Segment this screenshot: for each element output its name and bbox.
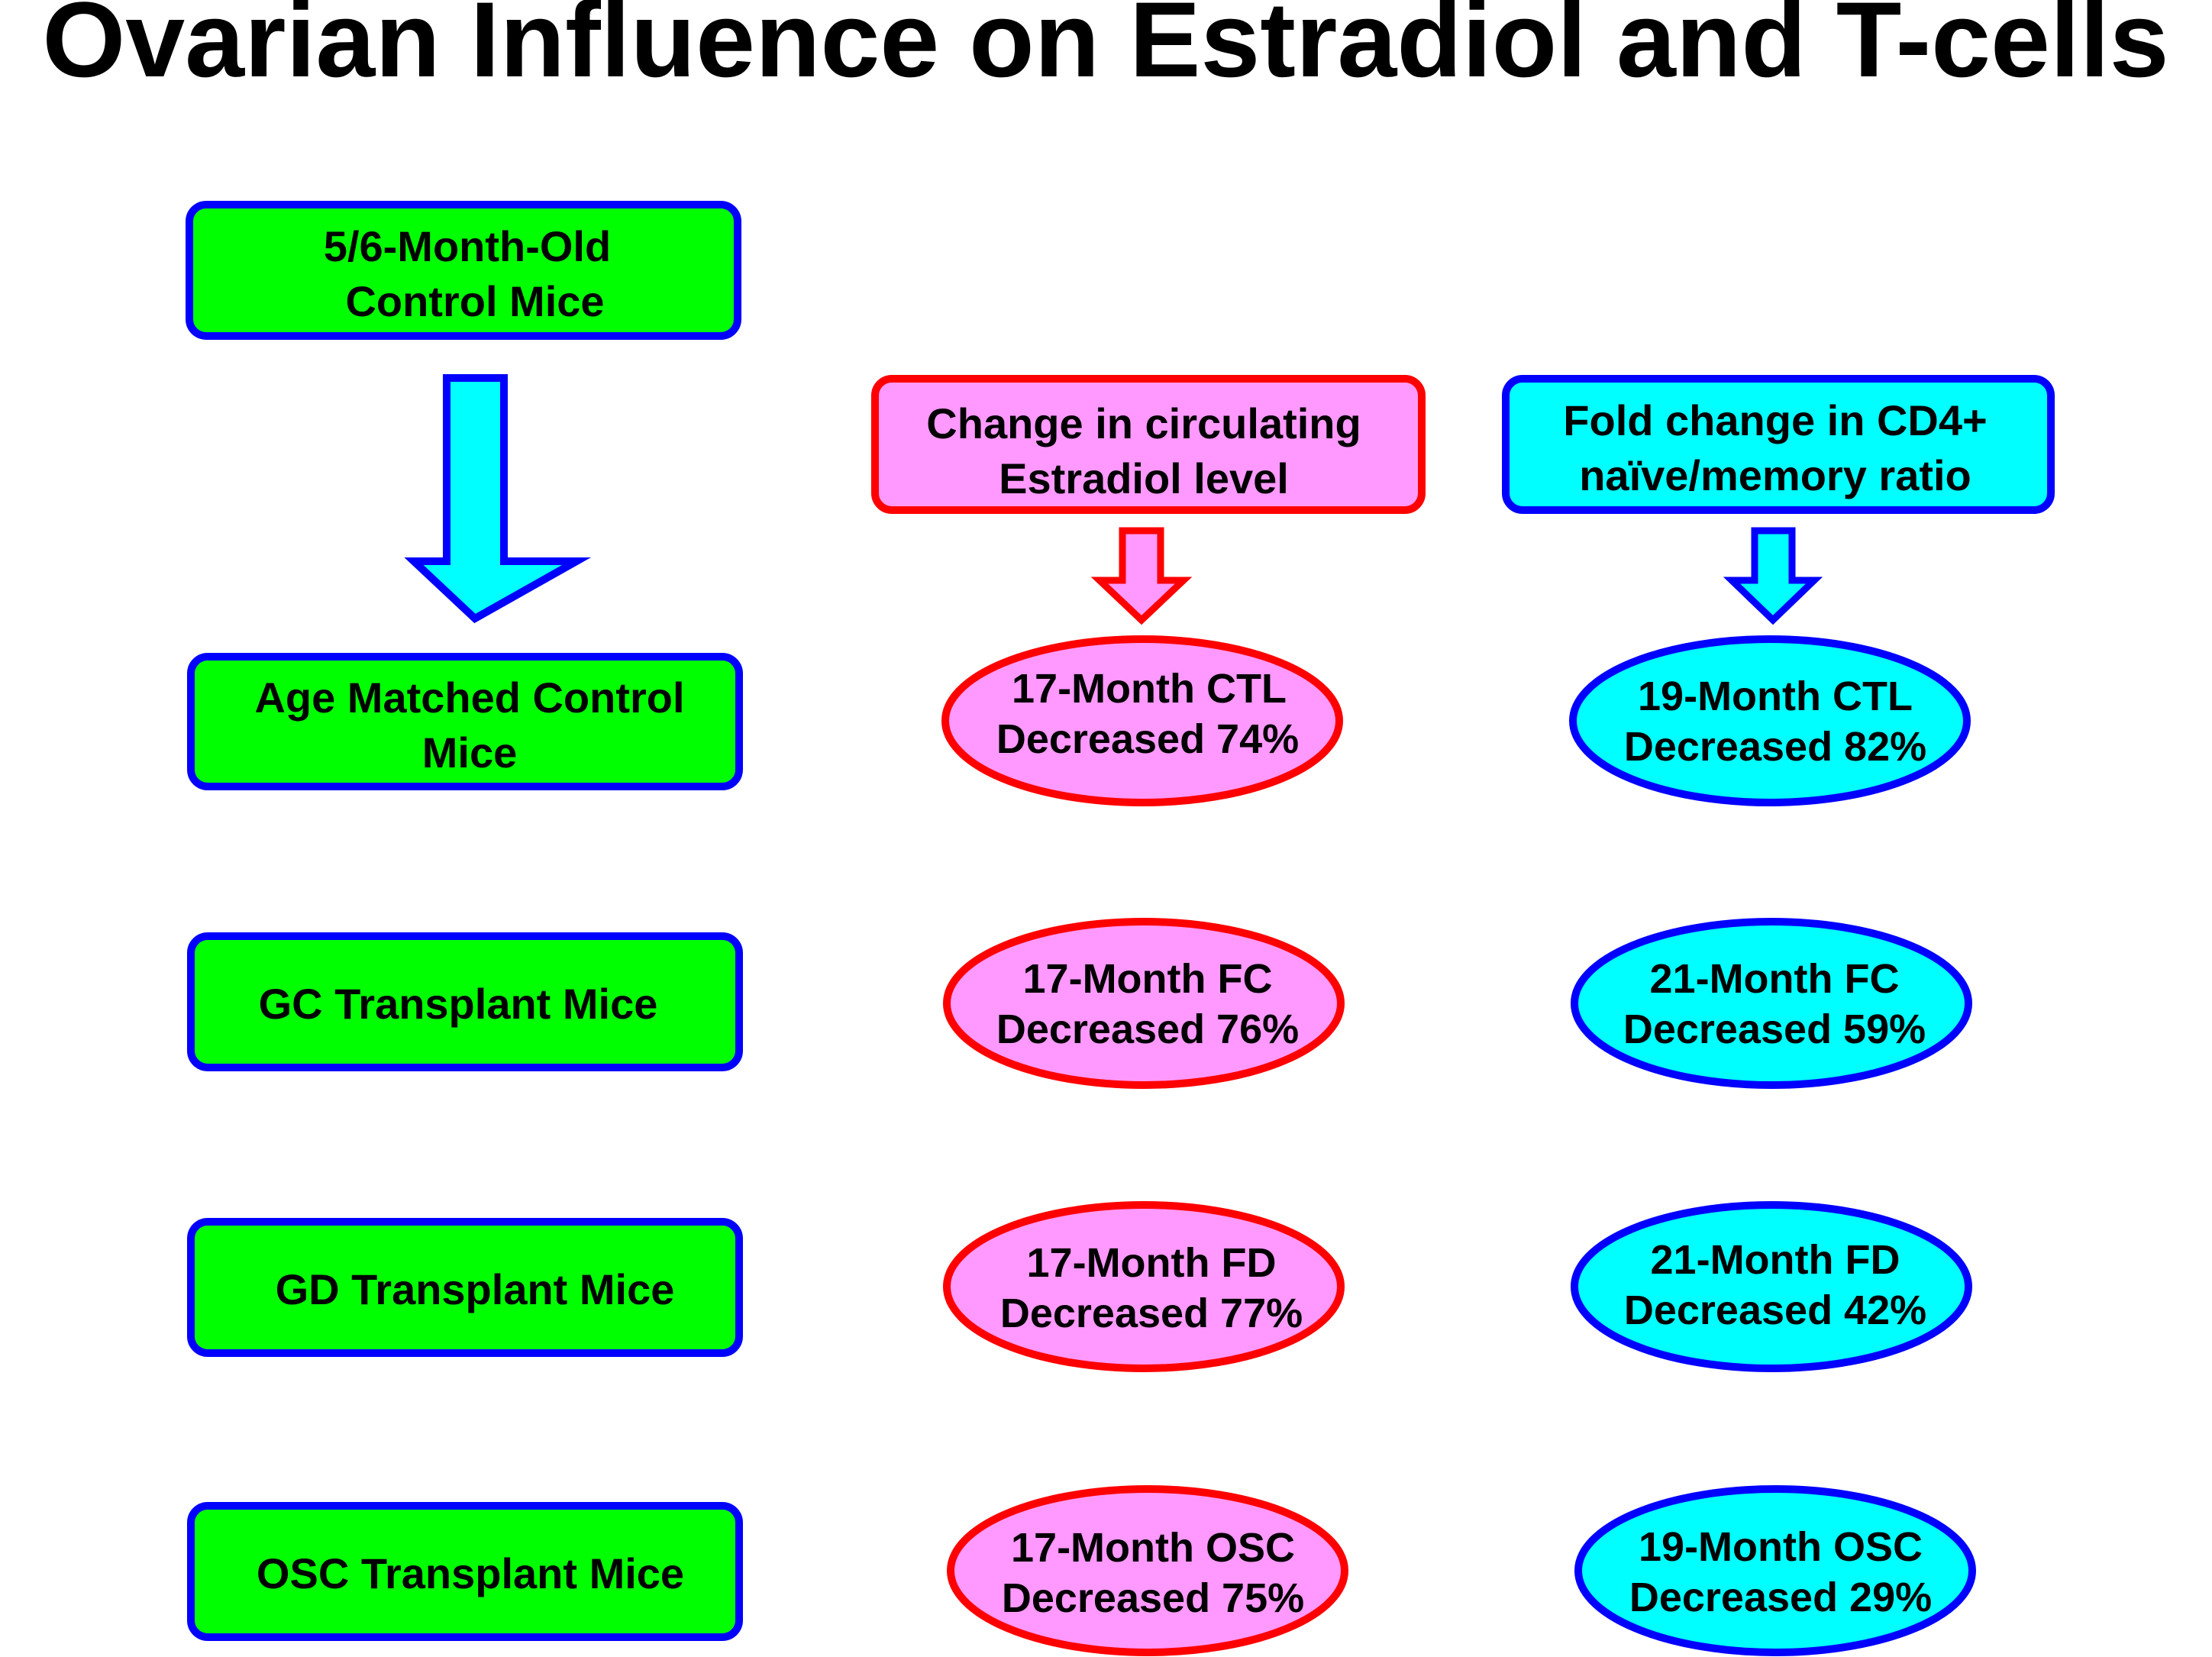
estradiol-result-fd-line2: Decreased 77% [1000, 1290, 1303, 1336]
tcell-result-osc: 19-Month OSC Decreased 29% [1574, 1485, 1976, 1656]
page-title: Ovarian Influence on Estradiol and T-cel… [42, 0, 2168, 99]
tcell-result-ctl-line1: 19-Month CTL [1638, 673, 1913, 719]
tcell-header-box: Fold change in CD4+ naïve/memory ratio [1502, 375, 2055, 514]
group-box-osc: OSC Transplant Mice [187, 1502, 743, 1641]
down-arrow-icon [404, 374, 592, 624]
estradiol-result-osc-line1: 17-Month OSC [1011, 1525, 1295, 1571]
group-box-age-matched-line1: Age Matched Control [254, 673, 684, 722]
tcell-header-line1: Fold change in CD4+ [1563, 396, 1987, 444]
tcell-result-fc: 21-Month FC Decreased 59% [1571, 918, 1972, 1089]
group-box-gd: GD Transplant Mice [187, 1218, 743, 1357]
estradiol-down-arrow-icon [1090, 527, 1193, 625]
estradiol-result-ctl-line2: Decreased 74% [996, 716, 1299, 762]
estradiol-result-ctl-line1: 17-Month CTL [1012, 666, 1287, 712]
tcell-result-fd-line2: Decreased 42% [1624, 1287, 1926, 1333]
tcell-result-fd: 21-Month FD Decreased 42% [1571, 1201, 1972, 1372]
estradiol-result-fd: 17-Month FD Decreased 77% [943, 1201, 1345, 1372]
group-box-osc-label: OSC Transplant Mice [257, 1549, 684, 1597]
group-box-gc-label: GC Transplant Mice [259, 980, 658, 1028]
tcell-result-osc-line2: Decreased 29% [1629, 1575, 1932, 1620]
estradiol-header-line1: Change in circulating [926, 399, 1361, 447]
group-box-age-matched: Age Matched Control Mice [187, 653, 743, 790]
group-box-age-matched-line2: Mice [422, 728, 518, 777]
tcell-result-ctl-line2: Decreased 82% [1624, 724, 1926, 770]
top-control-box-line1: 5/6-Month-Old [324, 222, 611, 270]
estradiol-header-line2: Estradiol level [999, 454, 1289, 502]
estradiol-result-ctl: 17-Month CTL Decreased 74% [941, 635, 1343, 806]
tcell-result-fd-line1: 21-Month FD [1651, 1237, 1900, 1283]
estradiol-result-osc: 17-Month OSC Decreased 75% [947, 1485, 1348, 1656]
tcell-result-ctl: 19-Month CTL Decreased 82% [1569, 635, 1971, 806]
tcell-header-line2: naïve/memory ratio [1579, 451, 1971, 499]
tcell-result-osc-line1: 19-Month OSC [1639, 1524, 1923, 1570]
estradiol-header-box: Change in circulating Estradiol level [871, 375, 1426, 514]
group-box-gc: GC Transplant Mice [187, 932, 743, 1071]
top-control-box-line2: Control Mice [345, 277, 604, 325]
group-box-gd-label: GD Transplant Mice [276, 1265, 675, 1313]
tcell-result-fc-line1: 21-Month FC [1650, 956, 1900, 1002]
estradiol-result-fc-line2: Decreased 76% [996, 1006, 1299, 1052]
estradiol-result-osc-line2: Decreased 75% [1002, 1575, 1304, 1621]
estradiol-result-fd-line1: 17-Month FD [1027, 1240, 1277, 1286]
tcell-result-fc-line2: Decreased 59% [1623, 1006, 1926, 1052]
estradiol-result-fc-line1: 17-Month FC [1023, 956, 1273, 1002]
tcell-down-arrow-icon [1723, 527, 1823, 625]
top-control-box: 5/6-Month-Old Control Mice [186, 201, 741, 340]
estradiol-result-fc: 17-Month FC Decreased 76% [943, 918, 1345, 1089]
